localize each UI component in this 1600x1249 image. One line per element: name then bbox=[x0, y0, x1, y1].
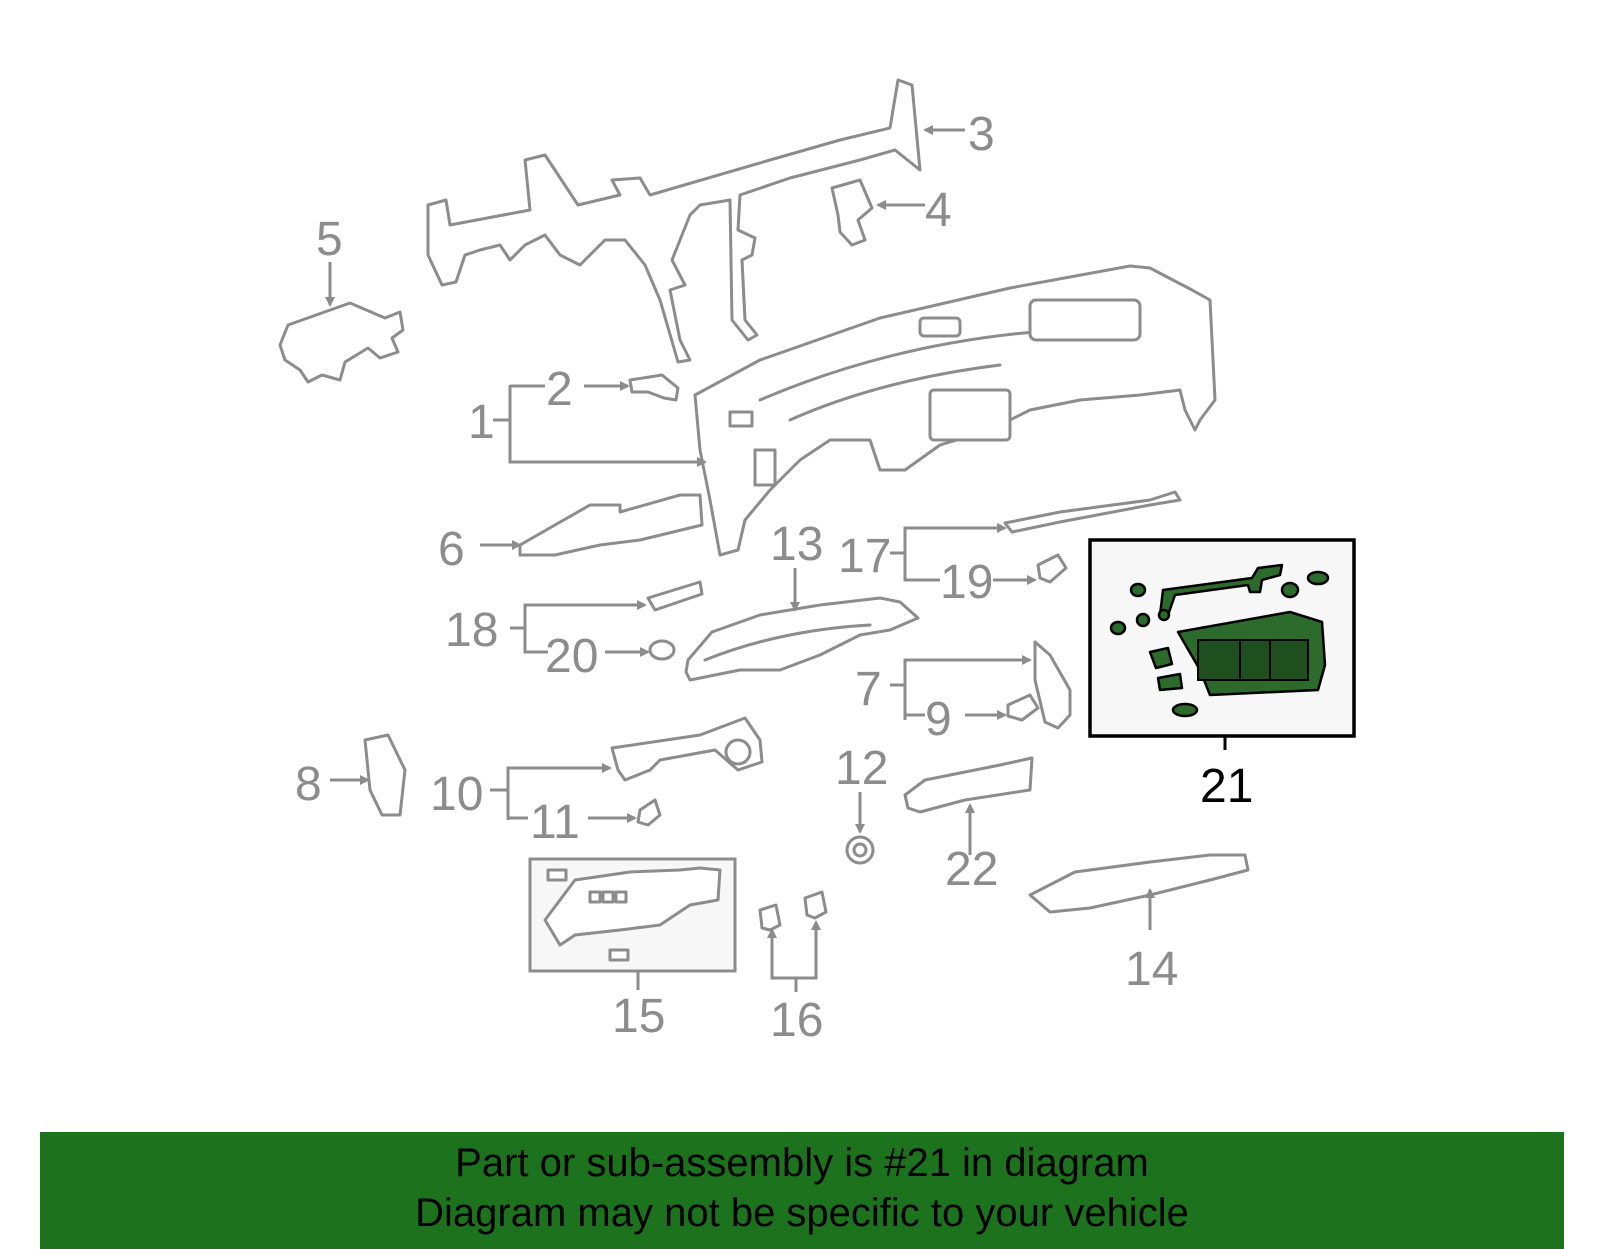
part-19-clip[interactable] bbox=[1036, 553, 1068, 584]
part-15-assembly-box[interactable] bbox=[528, 857, 737, 973]
part-9-clip[interactable] bbox=[1006, 693, 1040, 722]
callout-5: 5 bbox=[316, 213, 343, 266]
callout-12: 12 bbox=[835, 742, 888, 795]
part-1-instrument-panel[interactable] bbox=[693, 264, 1217, 557]
callout-19: 19 bbox=[940, 556, 993, 609]
part-11-switch[interactable] bbox=[636, 798, 662, 827]
callout-17: 17 bbox=[838, 530, 891, 583]
callout-13: 13 bbox=[770, 518, 823, 571]
part-14-lower-cover[interactable] bbox=[1028, 853, 1250, 914]
callout-3: 3 bbox=[968, 108, 995, 161]
part-5-airbag[interactable] bbox=[278, 301, 405, 384]
part-18-vent[interactable] bbox=[646, 580, 704, 612]
part-13-cluster-panel[interactable] bbox=[684, 596, 920, 682]
part-12-grommet[interactable] bbox=[845, 835, 875, 865]
callout-4: 4 bbox=[925, 184, 952, 237]
part-17-garnish[interactable] bbox=[1003, 490, 1182, 534]
callout-6: 6 bbox=[438, 523, 465, 576]
callout-1: 1 bbox=[468, 396, 495, 449]
part-21-highlighted-assembly[interactable] bbox=[1088, 538, 1356, 738]
banner-line-2: Diagram may not be specific to your vehi… bbox=[415, 1191, 1189, 1235]
callout-2: 2 bbox=[546, 363, 573, 416]
part-10-lower-panel[interactable] bbox=[610, 716, 764, 782]
callout-15: 15 bbox=[612, 990, 665, 1043]
part-4-bracket[interactable] bbox=[830, 178, 874, 247]
callout-8: 8 bbox=[295, 758, 322, 811]
callout-16: 16 bbox=[770, 994, 823, 1047]
callout-9: 9 bbox=[925, 693, 952, 746]
callout-20: 20 bbox=[545, 630, 598, 683]
banner-line-1: Part or sub-assembly is #21 in diagram bbox=[455, 1141, 1149, 1185]
callout-22: 22 bbox=[945, 843, 998, 896]
callout-21: 21 bbox=[1200, 760, 1253, 813]
callout-10: 10 bbox=[430, 768, 483, 821]
part-2-trim[interactable] bbox=[628, 373, 680, 402]
callout-14: 14 bbox=[1125, 943, 1178, 996]
part-6-side-duct[interactable] bbox=[518, 493, 704, 557]
callout-11: 11 bbox=[530, 796, 580, 849]
part-7-side-panel[interactable] bbox=[1033, 640, 1072, 730]
part-16-clips[interactable] bbox=[758, 890, 828, 932]
part-20-bezel[interactable] bbox=[648, 639, 676, 661]
info-banner: Part or sub-assembly is #21 in diagram D… bbox=[40, 1132, 1564, 1249]
part-8-end-cap[interactable] bbox=[363, 733, 407, 817]
part-22-bracket[interactable] bbox=[903, 756, 1034, 814]
part-3-reinforcement[interactable] bbox=[426, 78, 922, 364]
callout-18: 18 bbox=[445, 604, 498, 657]
callout-7: 7 bbox=[855, 663, 882, 716]
